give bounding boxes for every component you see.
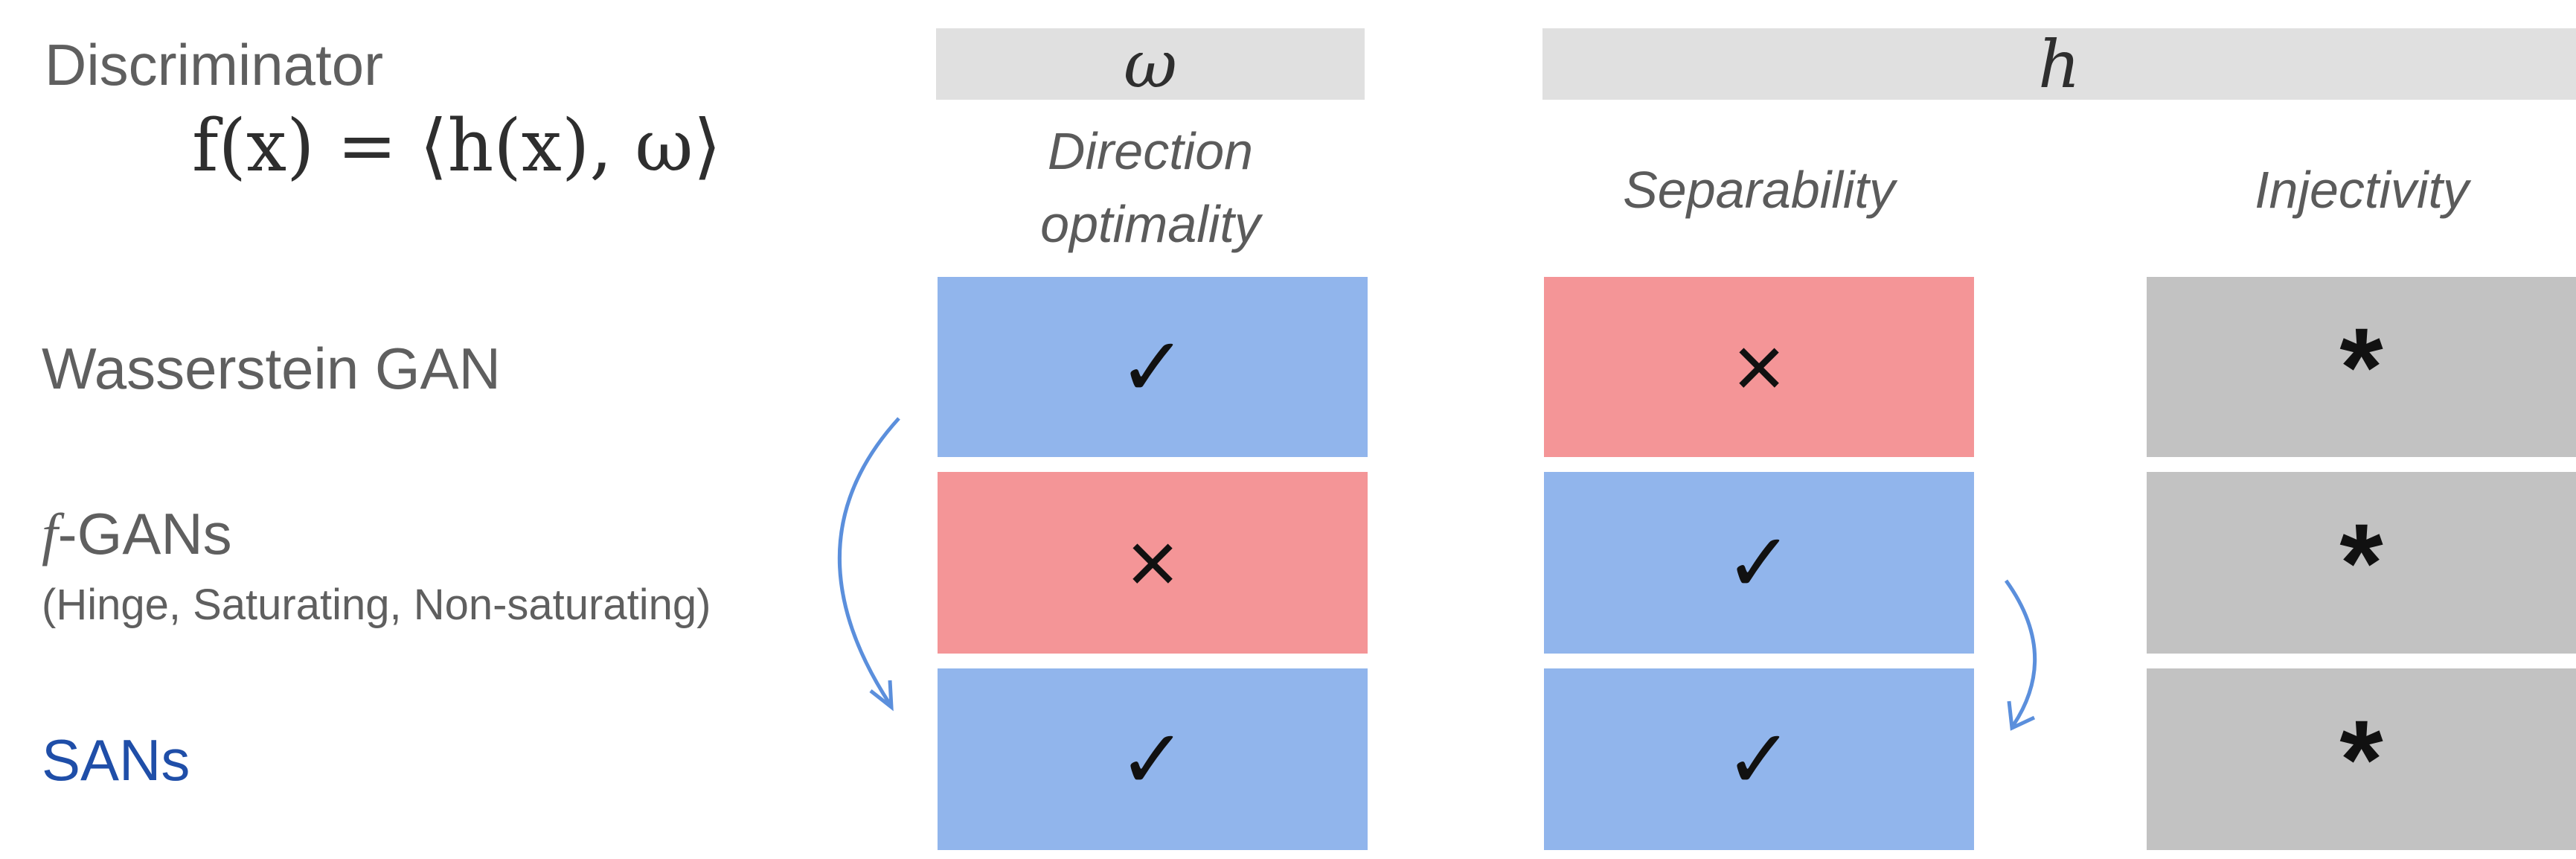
h-group-header: h (1542, 26, 2576, 103)
row-sublabel-f-gans: (Hinge, Saturating, Non-saturating) (42, 581, 711, 629)
row-label-f-gans: f-GANs (42, 505, 232, 563)
column-header-injectivity: Injectivity (2255, 161, 2469, 219)
discriminator-title: Discriminator (45, 32, 384, 98)
f-gans-suffix: -GANs (57, 501, 232, 566)
cell-san-separability-check: ✓ (1544, 668, 1974, 850)
column-header-direction-optimality: Direction optimality (936, 115, 1365, 261)
cell-fgan-separability-check: ✓ (1544, 472, 1974, 654)
column-header-direction-text: Direction optimality (1040, 122, 1260, 253)
cell-san-injectivity-asterisk: * (2147, 668, 2576, 850)
cell-fgan-injectivity-asterisk: * (2147, 472, 2576, 654)
discriminator-formula: f(x) = ⟨h(x), ω⟩ (192, 104, 722, 188)
fgan-to-san-arrow (2004, 579, 2037, 727)
f-italic-prefix: f (42, 502, 58, 566)
cell-wgan-injectivity-asterisk: * (2147, 277, 2576, 457)
cell-wgan-separability-cross: × (1544, 277, 1974, 457)
row-label-wasserstein-gan: Wasserstein GAN (42, 336, 501, 401)
wgan-to-san-arrow (838, 417, 900, 706)
fgan-to-san-arrowhead (2007, 700, 2036, 731)
cell-wgan-direction-check: ✓ (938, 277, 1368, 457)
omega-group-header: ω (936, 26, 1365, 103)
column-header-separability: Separability (1623, 161, 1895, 219)
wgan-to-san-arrowhead (869, 680, 894, 712)
row-label-sans: SANs (42, 727, 190, 793)
cell-san-direction-check: ✓ (938, 668, 1368, 850)
cell-fgan-direction-cross: × (938, 472, 1368, 654)
